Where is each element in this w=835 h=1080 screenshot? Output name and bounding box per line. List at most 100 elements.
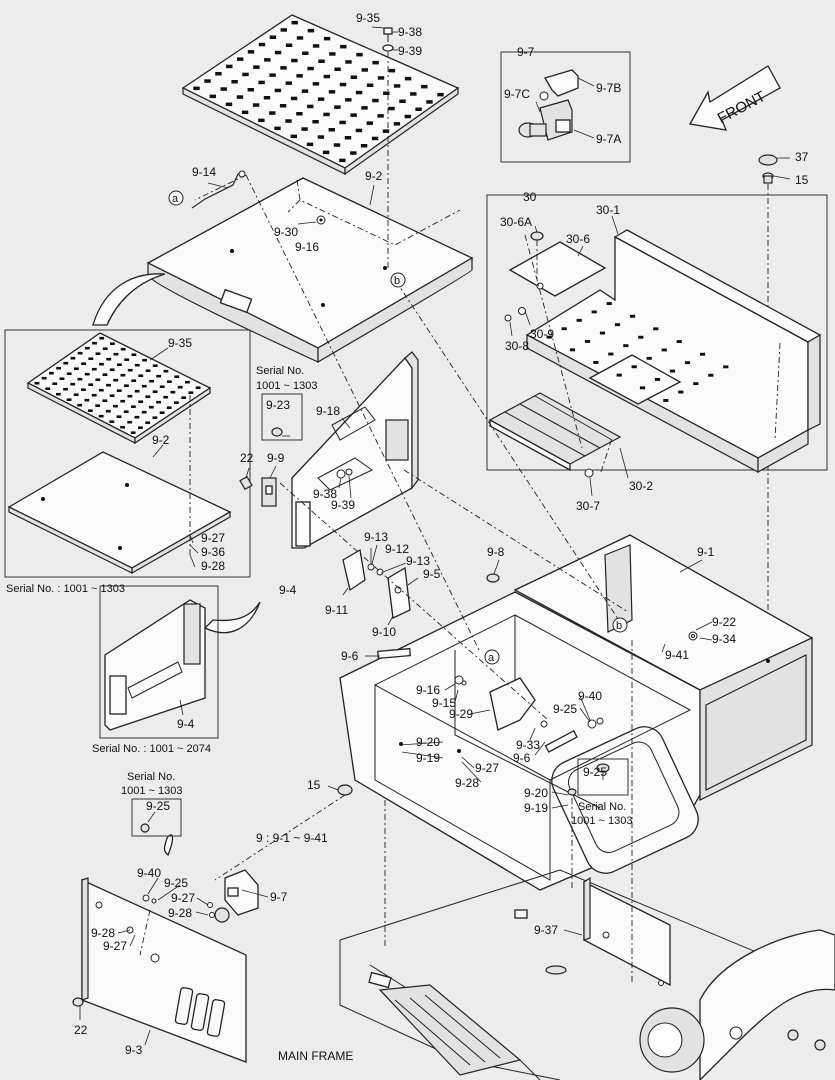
mat-hole <box>95 352 101 355</box>
mat-hole <box>109 368 115 371</box>
callout-arrow-bottom <box>163 834 174 857</box>
mat-hole <box>148 405 154 409</box>
frame-details <box>337 573 770 796</box>
mat-hole <box>350 75 358 79</box>
mat-hole <box>70 356 76 360</box>
mat-hole <box>156 374 162 378</box>
mat-hole <box>84 372 90 376</box>
mat-hole <box>59 377 65 380</box>
mat-hole <box>684 361 691 365</box>
label-9-4-inset: 9-4 <box>177 717 195 731</box>
mat-hole <box>185 380 190 384</box>
mat-hole <box>312 82 320 86</box>
floor-plate-inset <box>7 451 232 575</box>
label-37: 37 <box>795 150 809 164</box>
label-9-40-frame: 9-40 <box>578 689 602 703</box>
washer-9-39-panel <box>345 468 353 476</box>
mat-hole <box>123 410 129 413</box>
mat-hole <box>328 128 335 132</box>
mat-hole <box>382 129 390 133</box>
marker-a-frame-label: a <box>488 652 495 664</box>
label-9-36: 9-36 <box>201 545 225 559</box>
mat-hole <box>204 79 211 83</box>
mat-hole <box>193 86 200 91</box>
mat-hole <box>426 100 433 104</box>
mat-hole <box>312 120 319 124</box>
mat-hole <box>134 415 140 419</box>
side-panel-9-4 <box>291 351 419 549</box>
mat-hole <box>291 20 298 25</box>
mat-hole <box>437 92 444 97</box>
label-9-38-top: 9-38 <box>398 25 422 39</box>
mat-hole <box>263 96 271 100</box>
mat-hole <box>269 35 277 39</box>
mat-hole <box>290 134 297 139</box>
mat-hole <box>591 310 597 314</box>
label-9-25-serial: 9-25 <box>146 799 170 813</box>
marker-b-top-label: b <box>394 275 400 287</box>
label-9-25-frame: 9-25 <box>553 702 577 716</box>
mat-hole <box>156 400 161 404</box>
mat-hole <box>95 404 101 407</box>
label-9-19-b: 9-19 <box>524 801 548 815</box>
mat-hole <box>145 395 151 398</box>
mat-hole <box>285 119 292 123</box>
mat-hole <box>328 90 336 94</box>
label-9-27-inset: 9-27 <box>201 531 225 545</box>
mat-hole <box>134 389 140 393</box>
mat-hole <box>120 425 125 429</box>
label-9-8: 9-8 <box>487 545 505 559</box>
mat-hole <box>81 388 86 391</box>
label-9-35-top: 9-35 <box>356 11 380 25</box>
mat-hole <box>120 347 126 351</box>
tray-30-1 <box>525 229 822 474</box>
mat-hole <box>404 114 411 119</box>
mat-hole <box>371 136 379 141</box>
mat-hole <box>109 394 115 397</box>
mat-hole <box>163 369 169 373</box>
label-22-bottom: 22 <box>74 1023 88 1037</box>
mat-hole <box>377 114 384 118</box>
marker-b-frame <box>612 617 628 633</box>
mat-hole <box>77 403 83 407</box>
mat-hole <box>410 92 417 96</box>
label-9-34: 9-34 <box>712 632 736 646</box>
mat-hole <box>339 82 347 87</box>
mat-hole <box>415 107 422 111</box>
mat-hole <box>307 28 315 33</box>
serial-no-b: Serial No. <box>578 801 626 813</box>
mat-hole <box>41 376 47 380</box>
label-9-20-b: 9-20 <box>524 786 548 800</box>
label-9-9: 9-9 <box>267 451 285 465</box>
marker-a-frame <box>484 649 500 665</box>
mat-hole <box>663 399 669 402</box>
mat-hole <box>195 386 201 389</box>
mat-hole <box>127 420 133 424</box>
mat-hole <box>360 144 368 148</box>
cover-30-6 <box>508 241 607 297</box>
callout-arrow-mid <box>203 601 261 634</box>
mat-hole <box>66 398 72 401</box>
mat-hole <box>708 373 714 377</box>
label-9-7c: 9-7C <box>504 87 530 101</box>
assembly-lines <box>139 174 781 985</box>
mat-hole <box>63 387 68 391</box>
mat-hole <box>102 347 108 350</box>
mat-hole <box>134 363 140 367</box>
serial-range-a: 1001 ~ 1303 <box>256 380 317 392</box>
mat-hole <box>241 110 249 115</box>
label-9-11: 9-11 <box>325 603 348 617</box>
label-9-18: 9-18 <box>316 404 340 418</box>
mat-hole <box>639 386 646 390</box>
mat-hole <box>174 375 180 378</box>
mat-hole <box>361 68 368 72</box>
mat-hole <box>616 373 622 377</box>
mat-hole <box>225 102 233 107</box>
serial-box-9-25-right <box>577 758 629 796</box>
mat-hole <box>322 150 330 155</box>
mat-hole <box>393 84 401 88</box>
label-9-25-right: 9-25 <box>583 765 607 779</box>
mat-hole <box>170 390 176 394</box>
mat-hole <box>404 76 412 81</box>
mat-hole <box>279 104 287 108</box>
